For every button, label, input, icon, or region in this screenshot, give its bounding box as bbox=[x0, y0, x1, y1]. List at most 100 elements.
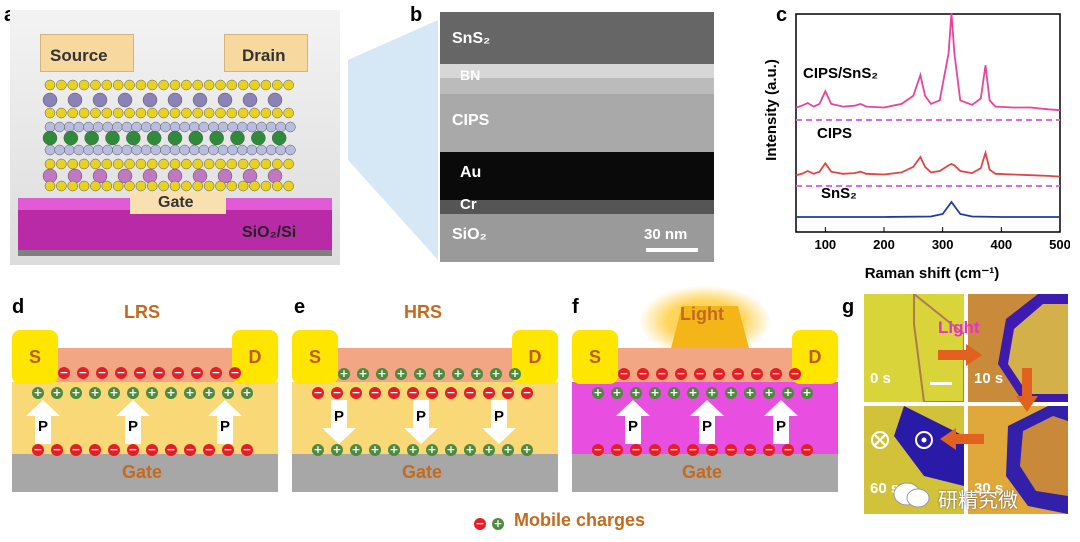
watermark: 研精究微 bbox=[938, 488, 1018, 512]
x-tick-label: 200 bbox=[873, 237, 895, 252]
series-line bbox=[795, 149, 1061, 178]
legend-neg-charge: − bbox=[474, 517, 486, 530]
negative-charge: − bbox=[426, 386, 438, 399]
plot-frame bbox=[795, 13, 1061, 233]
positive-charge: + bbox=[452, 367, 464, 380]
hrs-title: HRS bbox=[404, 302, 443, 322]
tem-label-cr: Cr bbox=[460, 196, 477, 213]
negative-charge: − bbox=[58, 366, 70, 379]
positive-charge: + bbox=[471, 367, 483, 380]
scalebar bbox=[646, 248, 698, 252]
negative-charge: − bbox=[115, 366, 127, 379]
positive-charge: + bbox=[338, 367, 350, 380]
tem-image: SnS₂ BN CIPS Au Cr SiO₂ 30 nm bbox=[440, 12, 714, 262]
gate-label: Gate bbox=[402, 462, 443, 482]
series-line bbox=[796, 200, 1060, 218]
negative-charge: − bbox=[51, 443, 63, 456]
negative-charge: − bbox=[172, 366, 184, 379]
positive-charge: + bbox=[426, 443, 438, 456]
time-60s: 60 s bbox=[870, 480, 900, 497]
negative-charge: − bbox=[108, 443, 120, 456]
positive-charge: + bbox=[464, 443, 476, 456]
negative-charge: − bbox=[388, 386, 400, 399]
negative-charge: − bbox=[668, 443, 680, 456]
positive-charge: + bbox=[407, 443, 419, 456]
positive-charge: + bbox=[146, 386, 158, 399]
negative-charge: − bbox=[694, 367, 706, 380]
negative-charge: − bbox=[751, 367, 763, 380]
tile-30s bbox=[968, 406, 1068, 514]
positive-charge: + bbox=[89, 386, 101, 399]
negative-charge: − bbox=[153, 366, 165, 379]
light-label-g: Light bbox=[938, 318, 980, 337]
polarization-down-arrow: P bbox=[322, 400, 356, 444]
positive-charge: + bbox=[32, 386, 44, 399]
device-schematic: Source Drain Gate SiO₂/Si bbox=[10, 10, 340, 265]
source-pad: S bbox=[572, 330, 618, 384]
negative-charge: − bbox=[222, 443, 234, 456]
negative-charge: − bbox=[127, 443, 139, 456]
gate-electrode bbox=[130, 192, 226, 214]
negative-charge: − bbox=[713, 367, 725, 380]
drain-label: Drain bbox=[242, 46, 286, 65]
field-in-icon bbox=[870, 430, 890, 455]
positive-charge: + bbox=[357, 367, 369, 380]
negative-charge: − bbox=[706, 443, 718, 456]
positive-charge: + bbox=[70, 386, 82, 399]
panel-label-f: f bbox=[572, 296, 579, 318]
negative-charge: − bbox=[725, 443, 737, 456]
polarization-up-arrow: P bbox=[208, 400, 242, 444]
tem-label-sio2: SiO₂ bbox=[452, 226, 487, 243]
positive-charge: + bbox=[369, 443, 381, 456]
positive-charge: + bbox=[630, 386, 642, 399]
positive-charge: + bbox=[127, 386, 139, 399]
panel-label-c: c bbox=[776, 4, 788, 26]
negative-charge: − bbox=[191, 366, 203, 379]
negative-charge: − bbox=[649, 443, 661, 456]
light-trapezoid bbox=[670, 306, 750, 352]
positive-charge: + bbox=[312, 443, 324, 456]
panel-e-device: S D Gate ++++++++++−−−−−−−−−−−−+++++++++… bbox=[292, 330, 558, 492]
negative-charge: − bbox=[732, 367, 744, 380]
negative-charge: − bbox=[32, 443, 44, 456]
negative-charge: − bbox=[483, 386, 495, 399]
legend-label: Mobile charges bbox=[514, 510, 646, 530]
source-pad: S bbox=[12, 330, 58, 384]
negative-charge: − bbox=[312, 386, 324, 399]
x-tick-label: 400 bbox=[990, 237, 1012, 252]
negative-charge: − bbox=[618, 367, 630, 380]
negative-charge: − bbox=[675, 367, 687, 380]
x-axis-label: Raman shift (cm⁻¹) bbox=[865, 265, 1000, 282]
negative-charge: − bbox=[630, 443, 642, 456]
negative-charge: − bbox=[89, 443, 101, 456]
negative-charge: − bbox=[687, 443, 699, 456]
source-label: Source bbox=[50, 46, 108, 65]
positive-charge: + bbox=[744, 386, 756, 399]
tem-label-cips: CIPS bbox=[452, 112, 490, 129]
positive-charge: + bbox=[490, 367, 502, 380]
gate-label: Gate bbox=[158, 194, 194, 211]
positive-charge: + bbox=[376, 367, 388, 380]
positive-charge: + bbox=[687, 386, 699, 399]
negative-charge: − bbox=[203, 443, 215, 456]
negative-charge: − bbox=[789, 367, 801, 380]
negative-charge: − bbox=[592, 443, 604, 456]
positive-charge: + bbox=[649, 386, 661, 399]
panel-label-e: e bbox=[294, 296, 306, 318]
positive-charge: + bbox=[445, 443, 457, 456]
negative-charge: − bbox=[637, 367, 649, 380]
arrow-right-icon bbox=[938, 344, 982, 371]
arrow-down-icon bbox=[1016, 368, 1038, 417]
positive-charge: + bbox=[521, 443, 533, 456]
positive-charge: + bbox=[509, 367, 521, 380]
positive-charge: + bbox=[502, 443, 514, 456]
negative-charge: − bbox=[502, 386, 514, 399]
positive-charge: + bbox=[222, 386, 234, 399]
negative-charge: − bbox=[656, 367, 668, 380]
x-tick-label: 300 bbox=[932, 237, 954, 252]
substrate-label: SiO₂/Si bbox=[242, 224, 297, 241]
gate-label: Gate bbox=[122, 462, 163, 482]
negative-charge: − bbox=[165, 443, 177, 456]
panel-label-d: d bbox=[12, 296, 25, 318]
positive-charge: + bbox=[350, 443, 362, 456]
